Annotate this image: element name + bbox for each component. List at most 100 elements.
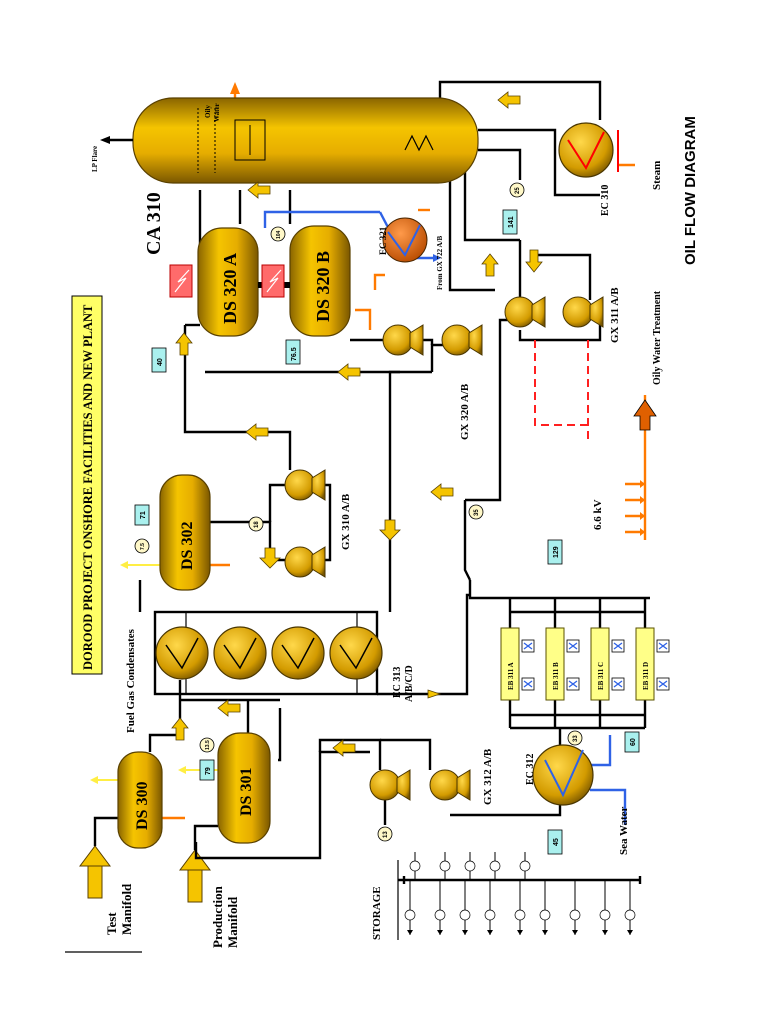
oily-water-legend-arrow [633, 399, 657, 431]
ds320b-heater-icon [261, 264, 285, 298]
project-banner: DOROOD PROJECT ONSHORE FACILITIES AND NE… [71, 295, 103, 675]
storage-valve-icon [624, 909, 636, 921]
eb311-cooler-b: EB 311 B [545, 627, 580, 701]
storage-valve-icon [464, 860, 476, 872]
sea-water-label: Sea Water [618, 807, 630, 855]
eb311-coolers: EB 311 A EB 311 B EB 311 C EB 311 D [500, 627, 670, 701]
eb311-label-d: EB 311 D [642, 662, 650, 690]
tag-141: 141 [502, 209, 518, 235]
storage-valve-icon [409, 860, 421, 872]
ec321-exchanger [382, 217, 428, 263]
production-manifold-label: Production Manifold [210, 885, 240, 948]
storage-label: STORAGE [371, 886, 383, 940]
ds300-label: DS 300 [134, 782, 151, 830]
oily-water-label-1: Oily [204, 105, 212, 118]
storage-valve-icon [599, 909, 611, 921]
ds302-label: DS 302 [179, 522, 196, 570]
ds302-vessel: DS 302 [159, 474, 211, 591]
svg-text:13.5: 13.5 [205, 740, 211, 750]
ds320b-label: DS 320 B [313, 251, 333, 322]
ec312-label: EC 312 [525, 754, 536, 785]
svg-text:18: 18 [254, 521, 260, 528]
svg-text:40: 40 [157, 358, 164, 366]
storage-valve-icon [489, 860, 501, 872]
svg-text:45: 45 [553, 838, 560, 846]
storage-valve-icon [519, 860, 531, 872]
svg-text:79: 79 [205, 767, 212, 775]
gx311-pumps [504, 296, 604, 328]
gx320-label: GX 320 A/B [459, 383, 471, 440]
circle-tag-13-5: 13.5 [199, 737, 215, 753]
eb311-label-c: EB 311 C [597, 662, 605, 690]
power-line [534, 340, 589, 440]
steam-label: Steam [651, 161, 663, 190]
project-banner-text: DOROOD PROJECT ONSHORE FACILITIES AND NE… [81, 304, 95, 670]
circle-tag-7-5: 7.5 [134, 538, 150, 554]
ec313-exchangers [155, 626, 383, 680]
lp-flare-label: LP Flare [91, 146, 99, 172]
tag-40: 40 [151, 347, 167, 373]
ca310-column [100, 97, 479, 184]
circle-tag-18: 18 [248, 516, 264, 532]
flow-arrows [171, 91, 543, 757]
ec313-sub-label: A/B/C/D [404, 665, 415, 702]
circle-tag-25: 25 [509, 182, 525, 198]
svg-text:76.5: 76.5 [291, 347, 298, 361]
svg-text:104: 104 [276, 230, 282, 239]
fuel-gas-label: Fuel Gas Condensates [125, 628, 137, 733]
tag-60: 60 [624, 731, 640, 753]
svg-text:141: 141 [508, 216, 515, 228]
svg-text:13: 13 [383, 831, 389, 838]
test-manifold-label-2: Manifold [119, 883, 134, 935]
ec313-label: EC 313 [392, 667, 403, 698]
tag-79: 79 [199, 759, 215, 781]
ds301-vessel: DS 301 [217, 732, 271, 844]
storage-valve-icon [539, 909, 551, 921]
ds320a-label: DS 320 A [220, 253, 240, 324]
circle-tag-35: 35 [468, 504, 484, 520]
storage-valve-icon [434, 909, 446, 921]
tag-129: 129 [547, 539, 563, 565]
storage-valve-icon [459, 909, 471, 921]
ds300-vessel: DS 300 [117, 751, 163, 849]
gx312-pumps [369, 769, 471, 801]
gx310-pumps [284, 469, 326, 578]
eb311-label-a: EB 311 A [507, 662, 515, 690]
oily-water-label-2: Water [213, 103, 221, 122]
svg-text:35: 35 [474, 509, 480, 516]
gx311-label: GX 311 A/B [609, 287, 621, 343]
svg-text:129: 129 [553, 546, 560, 558]
svg-text:33: 33 [573, 735, 579, 742]
power-legend-label: 6.6 kV [592, 499, 604, 530]
svg-text:71: 71 [140, 511, 147, 519]
tag-45: 45 [547, 829, 563, 855]
oily-water-legend-label: Oily Water Treatment [652, 290, 663, 385]
test-manifold-arrow [79, 845, 111, 899]
ds320b-vessel: DS 320 B [289, 225, 351, 337]
ec321-label: EC 321 [378, 226, 388, 255]
from-gx722-label: From GX 722 A/B [436, 236, 444, 290]
prod-manifold-label-1: Production [210, 885, 225, 948]
eb311-cooler-a: EB 311 A [500, 627, 535, 701]
circle-tag-104: 104 [270, 226, 286, 242]
prod-manifold-label-2: Manifold [225, 896, 240, 948]
svg-text:60: 60 [630, 738, 637, 746]
storage-valve-icon [404, 909, 416, 921]
diagram-title: OIL FLOW DIAGRAM [682, 116, 699, 265]
storage-valve-icon [439, 860, 451, 872]
test-manifold-label: Test Manifold [104, 883, 134, 935]
tag-71: 71 [134, 504, 150, 526]
svg-text:7.5: 7.5 [140, 543, 146, 550]
ds301-label: DS 301 [238, 768, 255, 816]
ds320a-heater-icon [169, 264, 193, 298]
circle-tag-13: 13 [377, 826, 393, 842]
gx312-label: GX 312 A/B [482, 748, 494, 805]
storage-valve-icon [569, 909, 581, 921]
ec310-label: EC 310 [600, 185, 611, 216]
gx310-label: GX 310 A/B [340, 493, 352, 550]
production-manifold-arrow [179, 849, 211, 903]
storage-valve-icon [484, 909, 496, 921]
storage-valves [404, 852, 636, 935]
eb311-cooler-d: EB 311 D [635, 627, 670, 701]
